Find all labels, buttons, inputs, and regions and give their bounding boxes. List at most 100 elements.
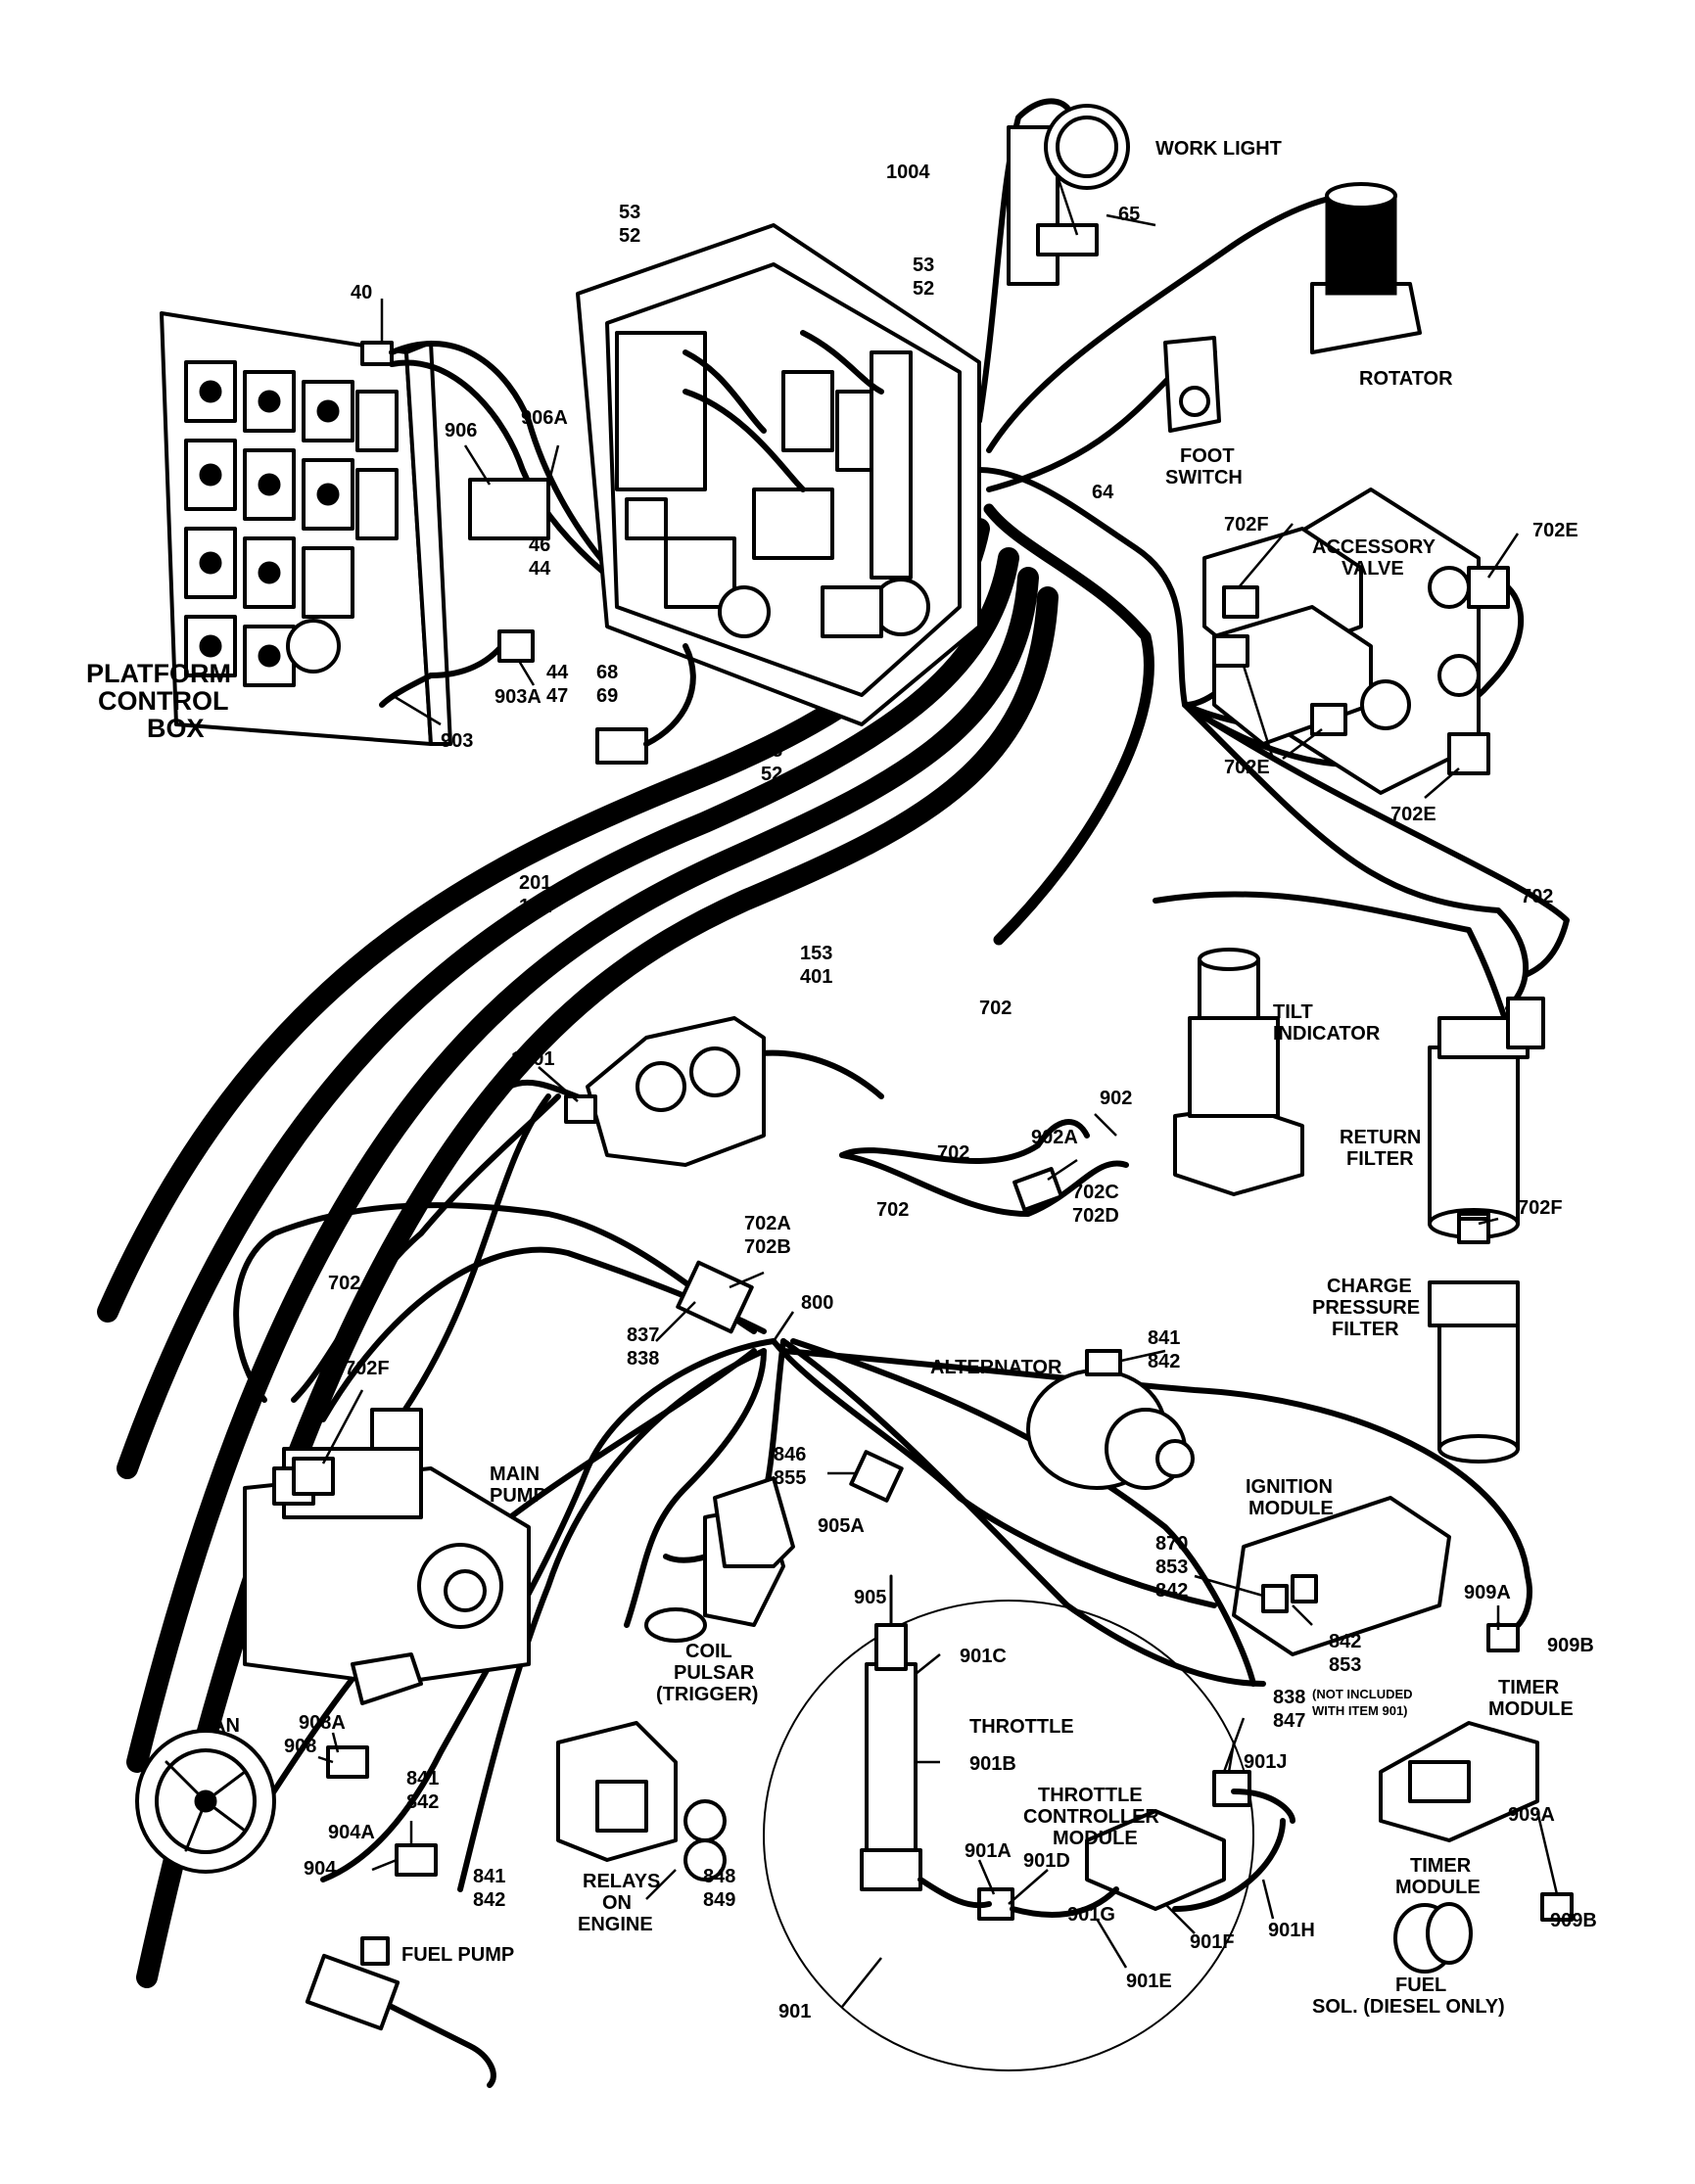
- work-light: [1007, 104, 1130, 286]
- label-fan: FAN: [201, 1715, 240, 1737]
- label-timer-module-bottom-line2: MODULE: [1395, 1877, 1481, 1898]
- accessory-valve: [1202, 488, 1510, 795]
- label-timer-module-bottom-line1: TIMER: [1410, 1855, 1472, 1877]
- label-main-pump-line2: PUMP: [490, 1485, 546, 1507]
- callout-904a: 904A: [328, 1822, 375, 1843]
- label-relays-on-engine-line2: ON: [602, 1892, 632, 1914]
- inline-connectors: [292, 1167, 1574, 1922]
- callout-901a: 901A: [965, 1840, 1012, 1862]
- callout-853-upper: 853: [1155, 1557, 1188, 1578]
- return-filter: [1428, 997, 1545, 1239]
- callout-69: 69: [596, 685, 618, 707]
- callout-853-lower: 853: [1329, 1654, 1361, 1676]
- callout-842-fan: 842: [406, 1791, 439, 1813]
- label-relays-on-engine-line1: RELAYS: [583, 1871, 660, 1892]
- component-labels: WORK LIGHT ROTATOR FOOT SWITCH ACCESSORY…: [86, 138, 1574, 2018]
- ignition-module: [1232, 1496, 1451, 1656]
- label-foot-switch-line2: SWITCH: [1165, 467, 1243, 488]
- callout-904: 904: [304, 1858, 337, 1880]
- callout-44-lower: 44: [546, 662, 569, 683]
- callout-906a: 906A: [521, 407, 568, 429]
- label-not-included-line1: (NOT INCLUDED: [1312, 1687, 1413, 1701]
- label-alternator: ALTERNATOR: [930, 1357, 1062, 1378]
- foot-switch: [1163, 336, 1221, 433]
- callout-909b-bottom: 909B: [1550, 1910, 1597, 1931]
- coil-pulsar: [644, 1476, 795, 1643]
- callout-901g: 901G: [1067, 1904, 1115, 1926]
- callout-47: 47: [546, 685, 568, 707]
- label-rotator: ROTATOR: [1359, 368, 1453, 390]
- callout-702-left: 702: [328, 1273, 360, 1294]
- callout-702e-mid: 702E: [1224, 757, 1270, 778]
- callout-838-upper: 838: [627, 1348, 659, 1370]
- label-fuel-sol-line1: FUEL: [1395, 1975, 1446, 1996]
- label-fuel-sol-line2: SOL. (DIESEL ONLY): [1312, 1996, 1505, 2018]
- label-foot-switch-line1: FOOT: [1180, 445, 1235, 467]
- label-charge-pressure-filter-line3: FILTER: [1332, 1319, 1399, 1340]
- callout-901: 901: [778, 2001, 811, 2022]
- callout-46: 46: [529, 534, 550, 556]
- callout-842-lower: 842: [1329, 1631, 1361, 1652]
- callout-151: 151: [519, 896, 551, 917]
- callout-901j: 901J: [1244, 1751, 1288, 1773]
- callout-68: 68: [596, 662, 618, 683]
- label-platform-control-box-line1: PLATFORM: [86, 659, 231, 688]
- label-coil-pulsar-line2: PULSAR: [674, 1662, 755, 1684]
- callout-902: 902: [1100, 1088, 1132, 1109]
- callout-841-fan: 841: [406, 1768, 439, 1789]
- callout-842-upper: 842: [1148, 1351, 1180, 1372]
- callout-702b: 702B: [744, 1236, 791, 1258]
- callout-53-top: 53: [619, 202, 640, 223]
- label-accessory-valve-line1: ACCESSORY: [1312, 536, 1436, 558]
- relays-on-engine: [556, 1721, 727, 1882]
- callout-702f-right: 702F: [1518, 1197, 1563, 1219]
- callout-800: 800: [801, 1292, 833, 1314]
- callout-40: 40: [351, 282, 372, 303]
- callout-855: 855: [774, 1467, 806, 1489]
- callout-52-right: 52: [913, 278, 934, 300]
- callout-1001: 1001: [511, 1048, 555, 1070]
- callout-702c: 702C: [1072, 1182, 1119, 1203]
- label-accessory-valve-line2: VALVE: [1342, 558, 1404, 580]
- open-control-box: [576, 223, 981, 765]
- callout-909a-bottom: 909A: [1508, 1804, 1555, 1826]
- callout-847: 847: [1273, 1710, 1305, 1732]
- callout-842-fuel: 842: [473, 1889, 505, 1911]
- callout-901f: 901F: [1190, 1931, 1235, 1953]
- callout-870: 870: [1155, 1533, 1188, 1555]
- label-coil-pulsar-line1: COIL: [685, 1641, 732, 1662]
- callout-201: 201: [519, 872, 551, 894]
- callout-901d: 901D: [1023, 1850, 1070, 1872]
- label-throttle: THROTTLE: [969, 1716, 1074, 1738]
- connector-40: [360, 341, 394, 366]
- callout-401: 401: [800, 966, 832, 988]
- label-platform-control-box-line2: CONTROL: [98, 686, 228, 716]
- callout-52-bottom: 52: [761, 764, 782, 785]
- timer-module-top: [1379, 1721, 1539, 1842]
- outlet-box: [564, 1016, 766, 1167]
- callout-702f-top: 702F: [1224, 514, 1269, 535]
- callout-53-bottom: 53: [761, 740, 782, 762]
- callout-846: 846: [774, 1444, 806, 1465]
- throttle-group: [763, 1574, 1295, 2071]
- main-pump: [243, 1408, 531, 1705]
- callout-901h: 901H: [1268, 1920, 1315, 1941]
- callout-1004: 1004: [886, 162, 930, 183]
- callout-837: 837: [627, 1324, 659, 1346]
- callout-44-upper: 44: [529, 558, 551, 580]
- label-throttle-controller-line3: MODULE: [1053, 1828, 1138, 1849]
- control-panel-switches: [184, 360, 399, 687]
- label-throttle-controller-line1: THROTTLE: [1038, 1785, 1143, 1806]
- callout-842-ignition: 842: [1155, 1580, 1188, 1602]
- label-relays-on-engine-line3: ENGINE: [578, 1914, 653, 1935]
- callout-702f-left: 702F: [345, 1358, 390, 1379]
- connector-68-69: [595, 727, 648, 765]
- callout-909a-top: 909A: [1464, 1582, 1511, 1603]
- fuel-solenoid: [1393, 1902, 1473, 1974]
- label-charge-pressure-filter-line2: PRESSURE: [1312, 1297, 1420, 1319]
- label-return-filter-line1: RETURN: [1340, 1127, 1421, 1148]
- callout-52-top: 52: [619, 225, 640, 247]
- label-coil-pulsar-line3: (TRIGGER): [656, 1684, 758, 1705]
- callout-64: 64: [1092, 482, 1114, 503]
